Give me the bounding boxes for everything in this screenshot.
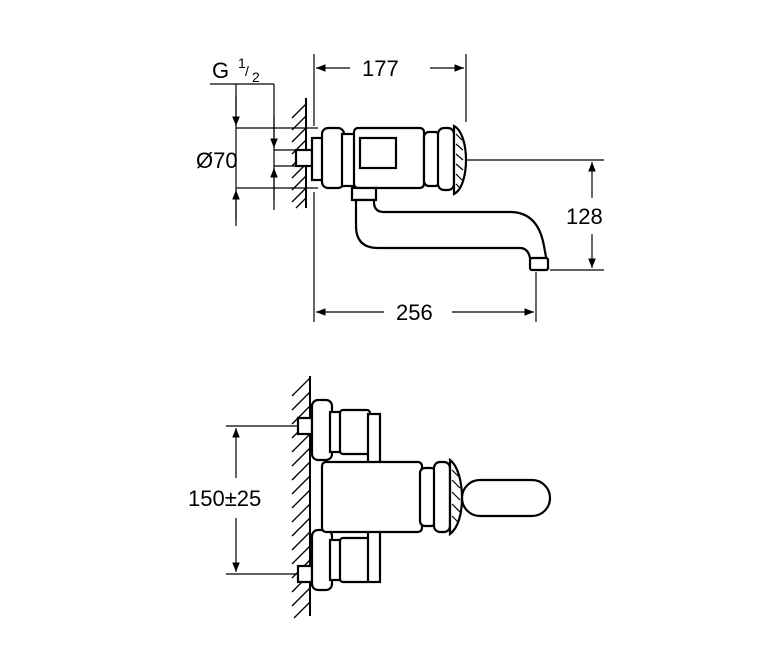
diameter-dimension: Ø70: [196, 96, 318, 220]
spout-reach-label: 256: [396, 300, 433, 325]
upper-connection: [296, 398, 382, 468]
spout-height-dimension: 128: [466, 159, 604, 271]
handle-knob: [436, 124, 468, 196]
central-body: [320, 457, 552, 537]
thread-label-denominator: 2: [252, 69, 260, 85]
thread-label-g: G: [212, 58, 229, 83]
body-length-label: 177: [362, 56, 399, 81]
spout: [350, 186, 550, 272]
diameter-label: Ø70: [196, 148, 238, 173]
centres-label: 150±25: [188, 486, 261, 511]
front-view: 150±25: [188, 376, 552, 619]
side-view: G 1 / 2 Ø70 177: [196, 54, 604, 325]
thread-dimension: G 1 / 2: [210, 55, 296, 226]
lower-connection: [296, 524, 382, 592]
centres-dimension: 150±25: [188, 425, 298, 575]
body-length-dimension: 177: [313, 54, 467, 126]
spout-reach-dimension: 256: [313, 192, 537, 325]
thread-label-numerator: 1: [238, 55, 246, 71]
thread-label-slash: /: [245, 63, 249, 79]
inlet-stub: [294, 148, 314, 168]
mixer-body: [310, 126, 442, 190]
spout-height-label: 128: [566, 204, 603, 229]
